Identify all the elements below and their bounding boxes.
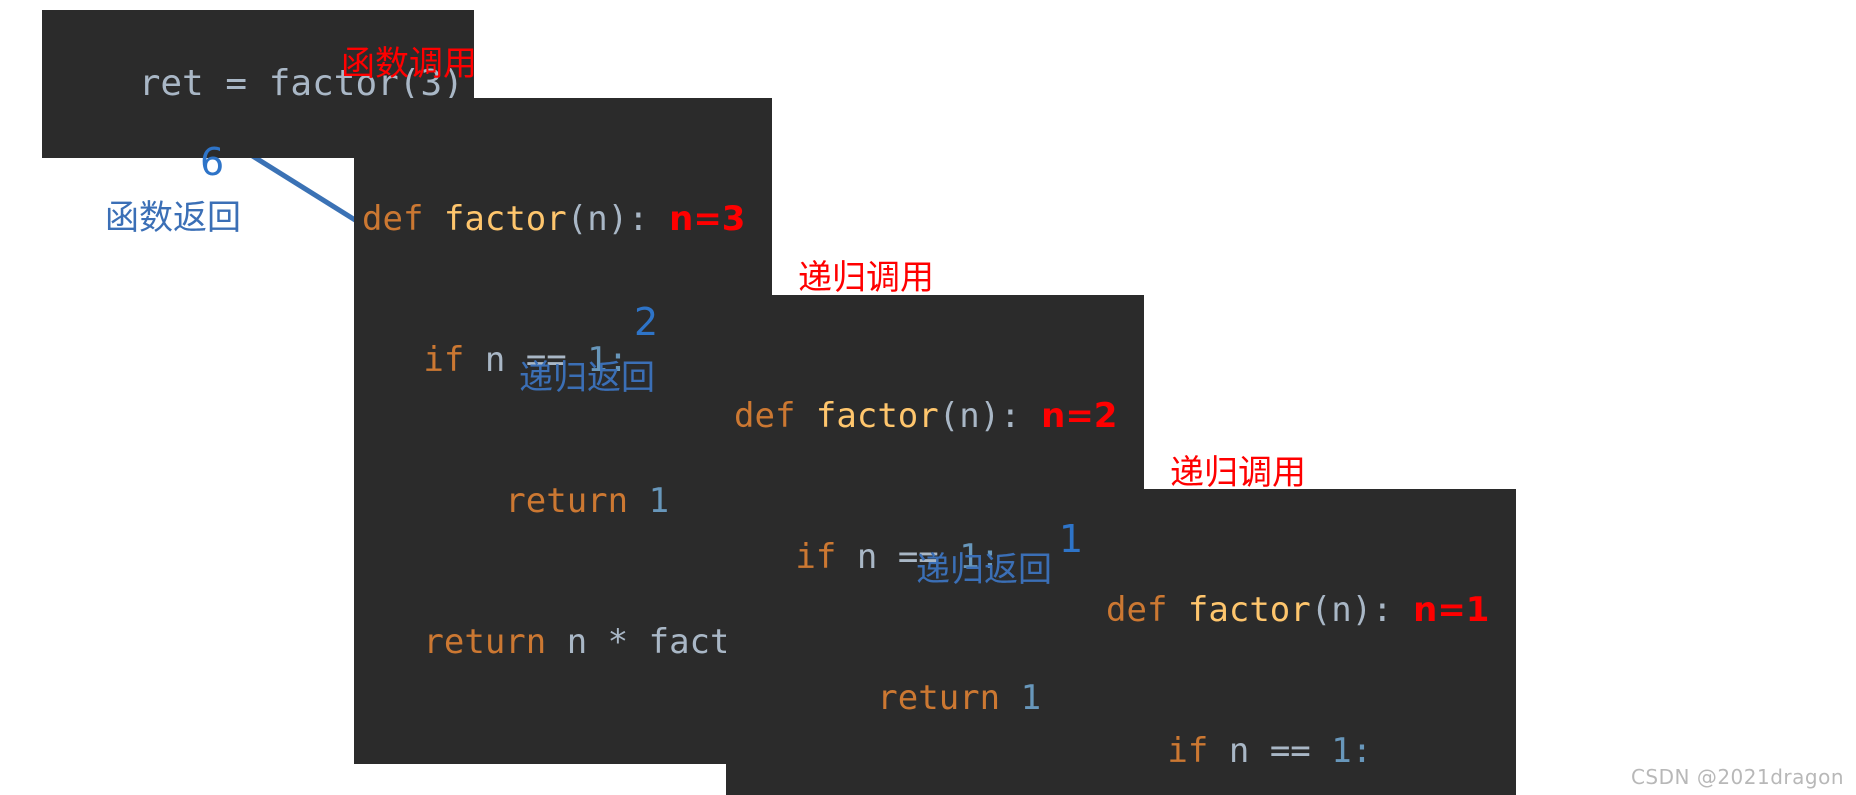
code-line-def: def factor(n): n=2 xyxy=(734,396,1118,436)
note-n2: n=2 xyxy=(1041,396,1118,436)
note-n1: n=1 xyxy=(1413,590,1490,630)
code-line-return-1: return 1 xyxy=(877,678,1042,718)
code-line-def: def factor(n): n=1 xyxy=(1106,590,1490,630)
code-line-if: if n == 1: xyxy=(423,340,629,380)
code-frame-n1: def factor(n): n=1 if n == 1: return 1 r… xyxy=(1098,489,1516,795)
label-call-bottom: 递归调用 xyxy=(1170,453,1306,493)
label-return-bottom-value: 1 xyxy=(1059,517,1084,561)
code-line-if: if n == 1: xyxy=(795,537,1001,577)
label-call-top: 函数调用 xyxy=(341,44,477,84)
label-return-top: 函数返回 xyxy=(105,198,241,238)
note-n3: n=3 xyxy=(669,199,746,239)
watermark: CSDN @2021dragon xyxy=(1630,765,1844,789)
code-line-def: def factor(n): n=3 xyxy=(362,199,746,239)
code-frame-n3: def factor(n): n=3 if n == 1: return 1 r… xyxy=(354,98,915,764)
code-line-if: if n == 1: xyxy=(1167,731,1373,771)
label-return-mid-value: 2 xyxy=(634,300,659,344)
label-return-mid: 递归返回 xyxy=(519,358,655,398)
code-frame-n2: def factor(n): n=2 if n == 1: return 1 r… xyxy=(726,295,1144,795)
label-return-bottom: 递归返回 xyxy=(916,550,1052,590)
label-return-top-value: 6 xyxy=(200,140,225,184)
code-line-return-rec: return n * factor(n - 1) xyxy=(423,622,914,662)
label-call-mid: 递归调用 xyxy=(798,258,934,298)
caller-code-text: ret = factor(3) xyxy=(138,63,464,104)
code-line-return-1: return 1 xyxy=(505,481,670,521)
